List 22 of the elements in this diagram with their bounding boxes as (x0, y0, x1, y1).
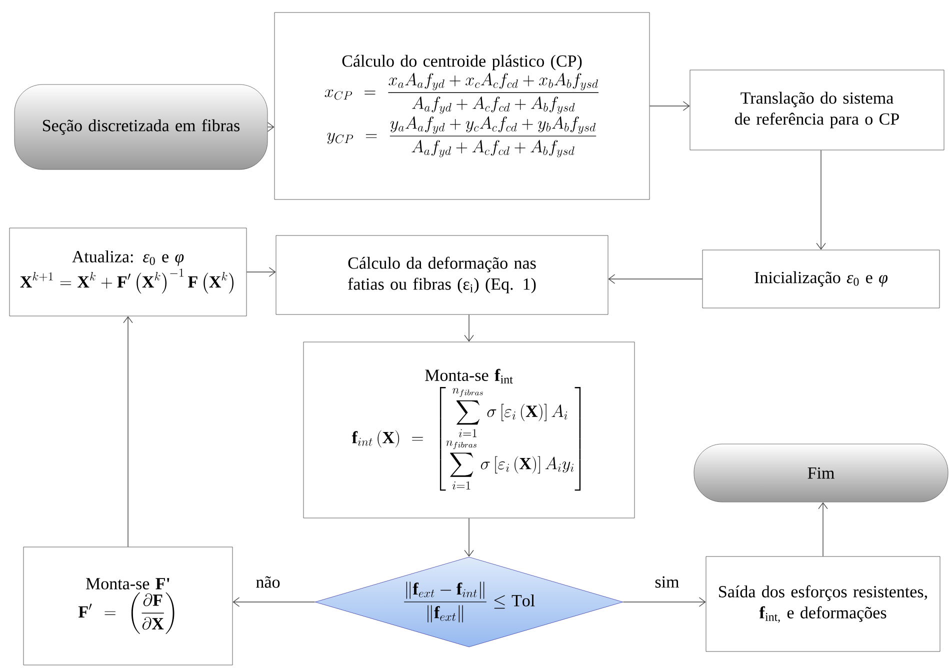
edge-label: não (254, 575, 282, 589)
arrow (608, 274, 703, 284)
edge-label: sim (654, 575, 680, 589)
arrow (246, 267, 276, 277)
arrow (464, 314, 474, 342)
arrow (123, 316, 133, 548)
process-box: Inicialização ε$_{0}$ e φ (702, 250, 940, 308)
process-box: Monta-se F' $\mathbf{F}'=\left(\frac{\partial\mathbf{F}}{\partial\mathbf{X}}\right)$ (23, 546, 233, 666)
arrow (818, 502, 828, 557)
terminal-box: Fim (694, 444, 948, 502)
arrow (649, 101, 690, 111)
process-box: Cálculo do centroide plástico (CP) $x_{CP}=\frac{x_aA_af_{yd}+x_cA_cf_{cd}+x_bA_bf_{ysd}}{A_af_{yd}+A_cf_{cd}+A_bf_{ysd}}$ $y_{CP}=\frac{y_aA_af_{yd}+y_cA_cf_{cd}+y_bA_bf_{ysd}}{A_af_{yd}+A_cf_{cd}+A_bf_{ysd}}$ (274, 12, 650, 200)
arrow (622, 597, 706, 607)
process-box: Cálculo da deformação nas fatias ou fibras (ε$_{i}$) (Eq. 1) (276, 235, 608, 315)
arrow (232, 597, 316, 607)
terminal-box: Seção discretizada em fibras (14, 84, 268, 170)
arrow (816, 150, 826, 250)
process-box: Atualiza: ε$_{0}$ e φ $\mathbf{X}^{k+1}=\mathbf{X}^{k}+\mathbf{F}'\left(\mathbf{X}^{k}\right)^{-1}\mathbf{F}\left(\mathbf{X}^{k}\right)$ (9, 228, 247, 316)
process-box: Saída dos esforços resistentes, f$_{int,}$ e deformações (706, 556, 940, 652)
process-box: Monta-se f$_{int}$ $\mathbf{f}_{int}\left(\mathbf{X}\right)=\begin{bmatrix}\displaystyle\sum_{i=1}^{n_{fibras}}\sigma\left[\varepsilon_i\left(\mathbf{X}\right)\right]A_i\\[1ex] \displaystyle\sum_{i=1}^{n_{fibras}}\sigma\left[\varepsilon_i\left(\mathbf{X}\right)\right]A_iy_i\end{bmatrix}$ (303, 342, 635, 518)
arrow (464, 518, 474, 557)
process-box: Translação do sistema de referência para o CP (690, 70, 944, 150)
